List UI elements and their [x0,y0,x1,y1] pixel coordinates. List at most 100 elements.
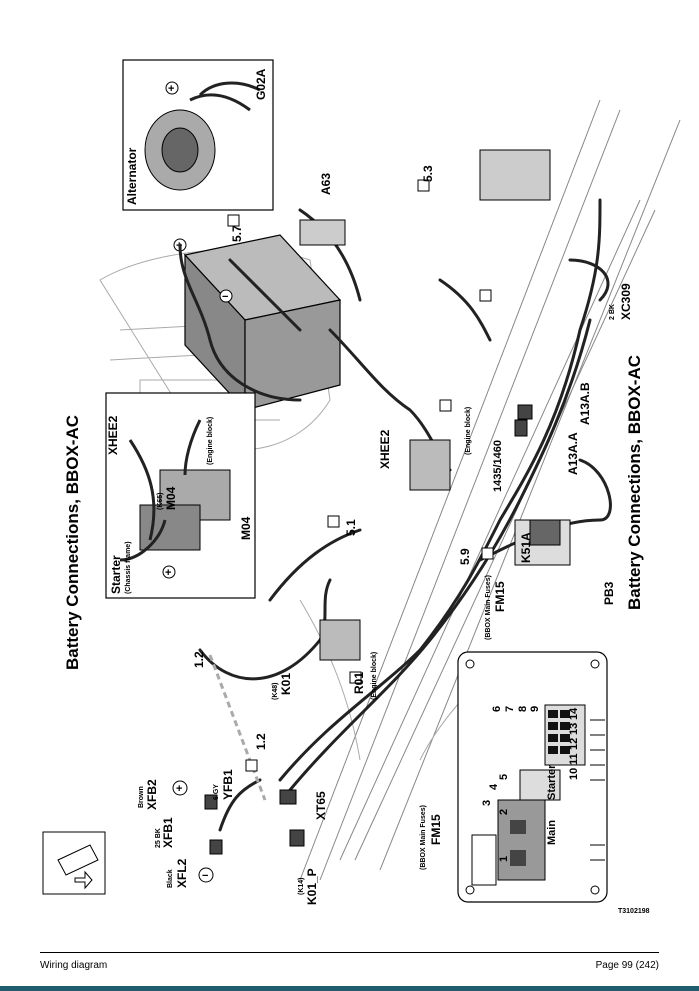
bk2-label: 2 BK [609,304,616,320]
fuse-number-5: 5 [498,774,510,780]
ref-5-3: 5.3 [421,165,435,182]
a13a-b-connector [517,404,533,420]
xfl2-label: XFL2 [175,858,189,888]
fuse-number-6: 6 [491,706,503,712]
g02a-label: G02A [254,68,268,100]
svg-text:+: + [165,567,171,579]
ground-icon [245,759,258,772]
bbox-fuses-label-1: (BBOX Main Fuses) [485,575,492,640]
fuse-number-14: 14 [568,707,580,720]
starter-inset: + [105,392,256,599]
title-left: Battery Connections, BBOX-AC [63,415,82,670]
brown-label: Brown [138,786,145,808]
starter-motor [409,439,451,491]
ref-5-1: 5.1 [344,519,358,536]
harness [178,198,612,832]
xt65-connector [279,789,297,805]
a13a-b-label: A13A.B [578,382,592,425]
fuse-number-12: 12 [568,738,580,750]
k01-relay [319,619,361,661]
bbox-fuses-label-2: (BBOX Main Fuses) [420,805,427,870]
fuse-number-9: 9 [529,706,541,712]
yfb1-label: YFB1 [221,769,235,800]
svg-text:−: − [202,870,208,882]
xfl2-minus-icon [198,867,214,883]
fuse-number-11: 11 [568,753,580,765]
k51a-label: K51A [519,532,533,563]
alternator-inset: + [122,59,274,211]
ref-1-2-b: 1.2 [254,733,268,750]
battery-minus-icon [219,289,233,303]
fuse-number-7: 7 [504,706,516,712]
xhee2-b-label: XHEE2 [378,429,392,469]
m04-a-label: M04 [164,486,178,510]
starter-box-label: Starter [546,764,558,800]
wire-1435-label: 1435/1460 [492,440,504,492]
black-label: Black [167,869,174,888]
svg-text:+: + [176,783,182,795]
engine-block-1-label: (Engine block) [465,407,472,455]
xfb2-label: XFB2 [145,779,159,810]
labels: Battery Connections, BBOX-AC Battery Con… [63,68,650,915]
main-label: Main [546,820,558,845]
k48-label: (K48) [272,682,279,700]
ref-1-2-a: 1.2 [192,651,206,668]
a13a-a-label: A13A.A [566,432,580,475]
dashed-cable [208,654,267,801]
xhee2-a-label: XHEE2 [106,415,120,455]
fuse-number-10: 10 [568,768,580,780]
ground-icon [439,399,452,412]
ref-5-9: 5.9 [458,548,472,565]
ground-icon [417,179,430,192]
fuse-number-2: 2 [498,809,510,815]
a63-label: A63 [319,173,333,195]
fm15-a-label: FM15 [493,581,507,612]
ground-icon [227,214,240,227]
a13a-a-connector [514,419,528,437]
xfb1-label: XFB1 [161,817,175,848]
xfl2-connector [209,839,223,855]
k14-label: (K14) [298,877,305,895]
footer-title: Wiring diagram [40,960,108,971]
figure-id: T3102198 [618,908,650,915]
ref-5-7: 5.7 [230,225,244,242]
fuse-number-1: 1 [498,856,510,862]
starter-label: Starter [109,555,123,594]
pb3-label: PB3 [602,581,616,605]
ground-icon [349,671,362,684]
xt65-label: XT65 [314,791,328,820]
fuse-number-8: 8 [517,706,529,712]
svg-text:+: + [168,83,174,95]
k01p-connector [289,829,305,847]
fuse-box-inset [457,651,608,903]
alternator-plus-icon [165,81,179,95]
fuse-number-3: 3 [481,800,493,806]
ground-icon [481,547,494,560]
xfb1-connector [204,794,218,810]
chassis-frame-label: (Chassis frame) [125,541,132,594]
battery: + − [173,234,342,412]
engine-block-3-label: (Engine block) [207,417,214,465]
fm15-b-label: FM15 [429,814,443,845]
gy6-label: 6 GY [213,784,220,800]
ground-icon [479,289,492,302]
svg-text:−: − [222,291,228,303]
m04-b-label: M04 [239,516,253,540]
fuse-number-13: 13 [568,723,580,735]
connectors [204,149,571,855]
r01-label: R01 [352,672,366,694]
k01p-label: K01_P [305,868,319,905]
cab-bracket [479,149,551,201]
title-right: Battery Connections, BBOX-AC [625,355,644,610]
a63-box [299,219,346,246]
xfb2-plus-icon [172,780,188,796]
k65-label: (K65) [157,492,164,510]
starter-plus-icon [162,565,176,579]
footer: Wiring diagram Page 99 (242) [40,952,659,983]
orientation-icon [42,831,106,895]
alternator-label: Alternator [125,147,139,205]
ground-icon [327,515,340,528]
engine-block-2-label: (Engine block) [371,652,378,700]
